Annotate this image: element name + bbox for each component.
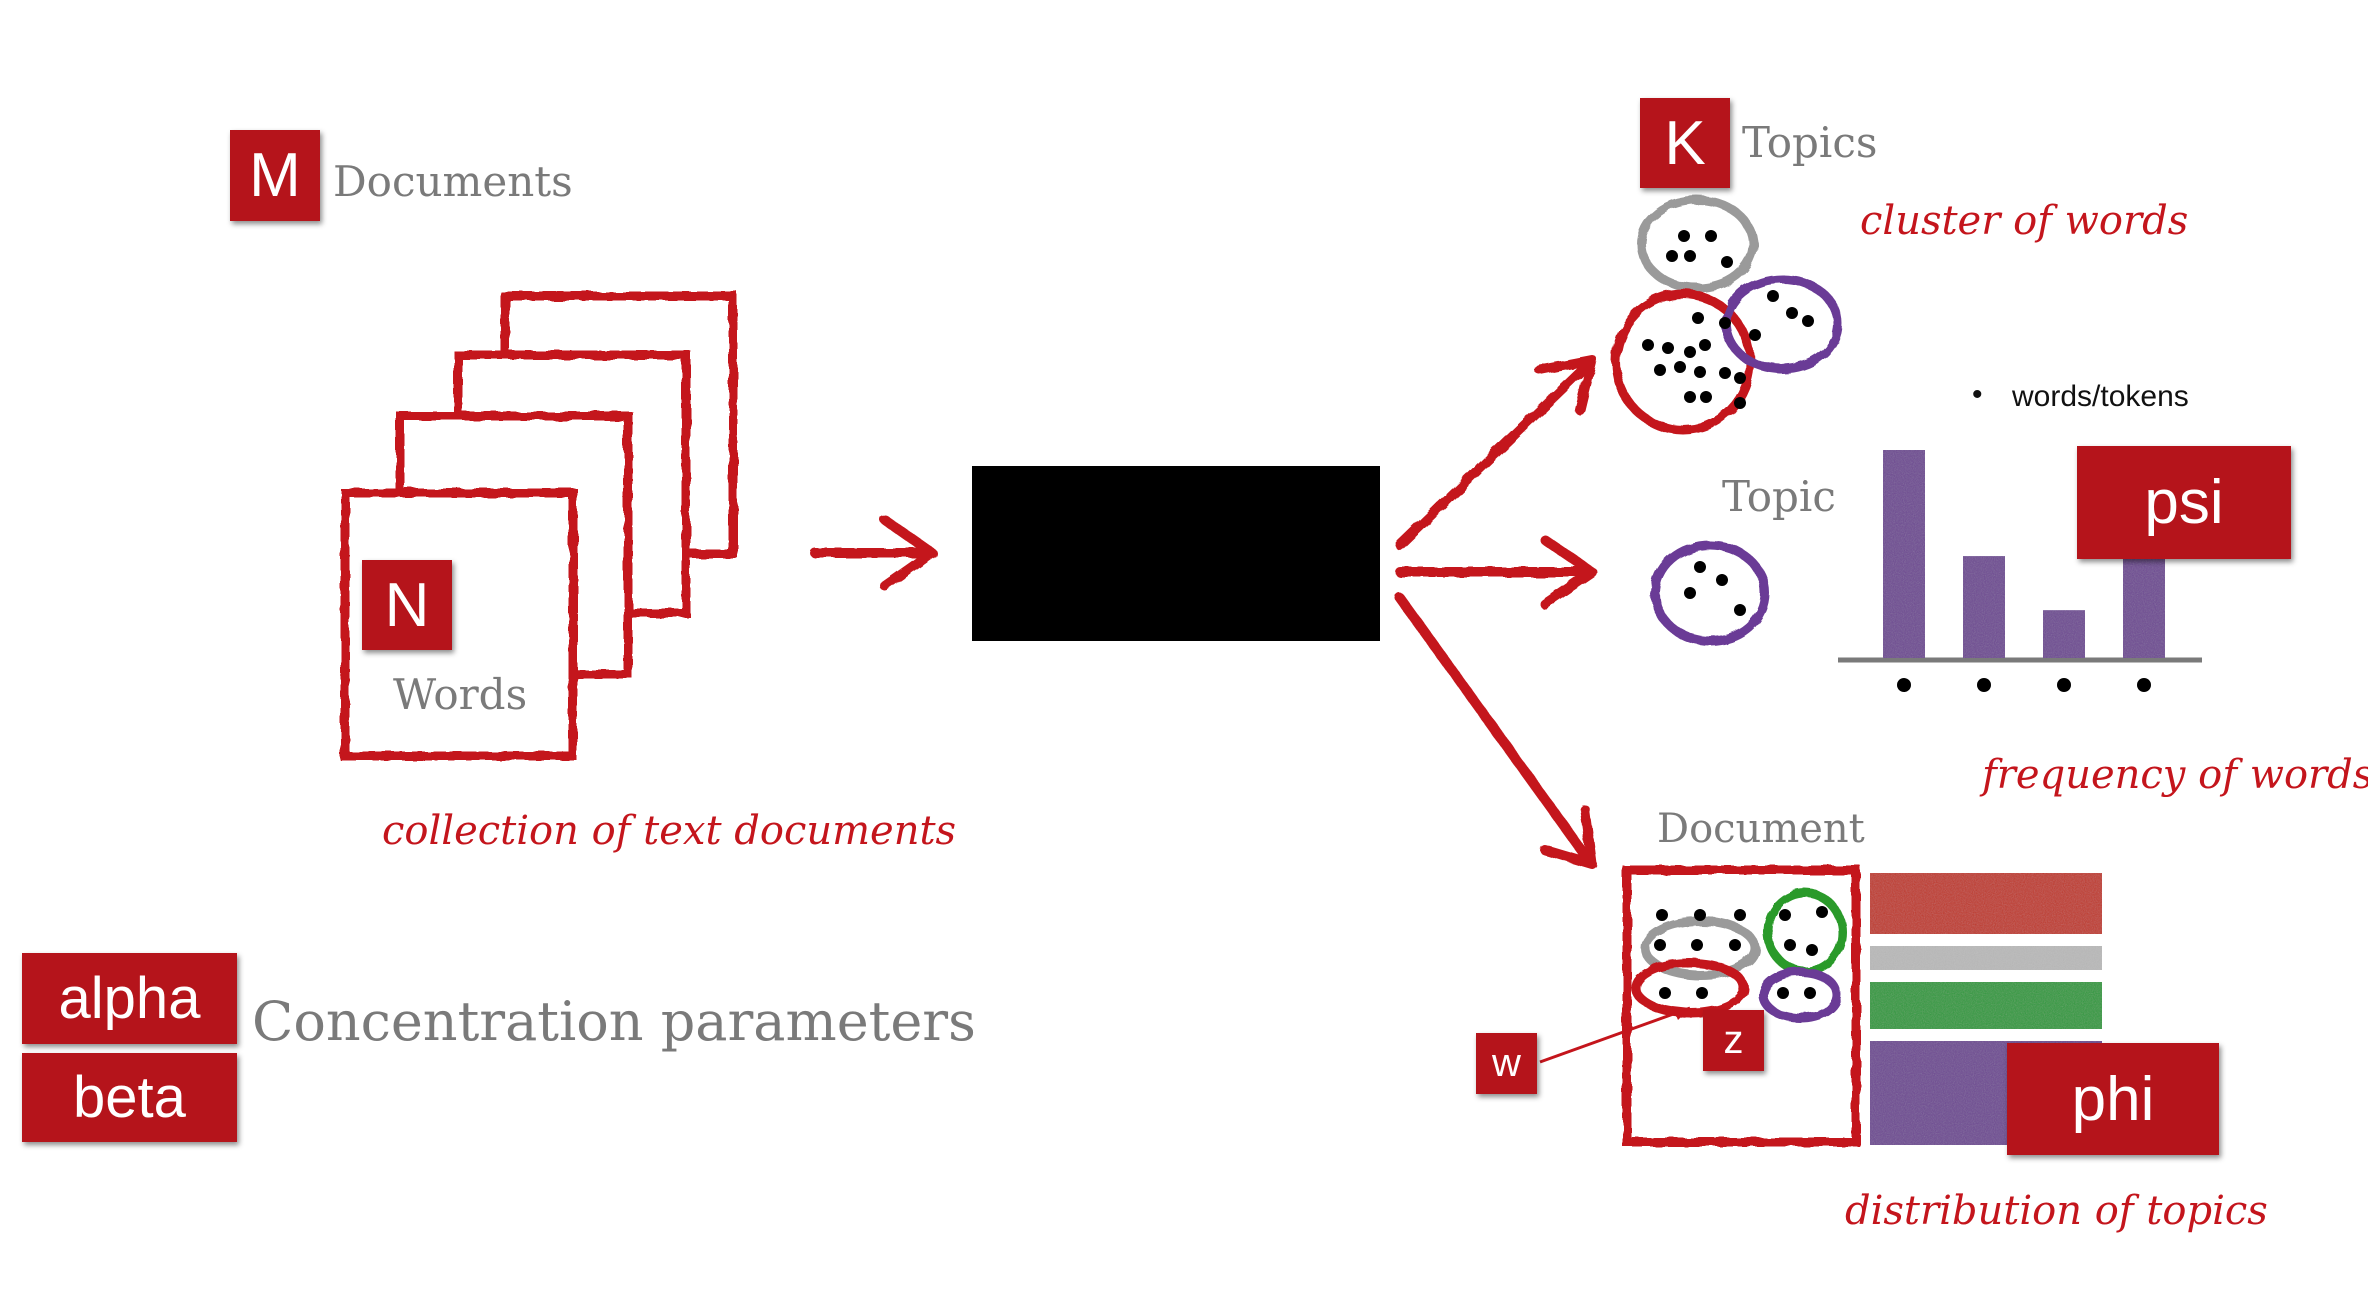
topics-label: Topics [1742, 118, 1878, 167]
m-badge: M [230, 130, 320, 221]
topic-word-dots [1684, 561, 1746, 616]
words-label: Words [393, 670, 528, 719]
topics-word-dots [1642, 230, 1814, 409]
document-purple-group [1758, 967, 1842, 1023]
frequency-annotation: frequency of words [1982, 752, 2368, 798]
psi-label: psi [2144, 468, 2224, 537]
document-label: Document [1657, 806, 1865, 852]
w-pointer [1539, 1006, 1691, 1064]
arrow-to-topics [1395, 355, 1597, 550]
topic-share-bar-gray [1870, 946, 2102, 970]
document-outline [1622, 865, 1861, 1147]
k-label: K [1664, 108, 1706, 178]
phi-label: phi [2071, 1064, 2155, 1134]
frequency-word-dot-2 [1977, 678, 1991, 692]
input-arrow [810, 515, 937, 591]
alpha-label: alpha [58, 966, 201, 1031]
frequency-bar-4 [2123, 556, 2165, 658]
w-badge: w [1476, 1033, 1537, 1094]
topic-share-bar-red [1870, 873, 2102, 934]
z-badge: z [1703, 1010, 1764, 1071]
frequency-bar-3 [2043, 610, 2085, 658]
topic-cluster [1650, 540, 1770, 646]
alpha-badge: alpha [22, 953, 237, 1044]
model-black-box [972, 466, 1380, 641]
document-green-group [1763, 888, 1847, 976]
n-badge: N [362, 560, 452, 650]
collection-annotation: collection of text documents [382, 808, 957, 854]
frequency-word-dot-1 [1897, 678, 1911, 692]
concentration-label: Concentration parameters [252, 990, 976, 1053]
document-word-dots [1654, 906, 1828, 999]
topic-label: Topic [1722, 472, 1836, 521]
beta-badge: beta [22, 1053, 237, 1142]
distribution-annotation: distribution of topics [1845, 1188, 2268, 1234]
k-badge: K [1640, 98, 1730, 188]
words-tokens-label: words/tokens [2012, 380, 2189, 413]
cluster-annotation: cluster of words [1860, 198, 2189, 244]
document-red-group [1631, 958, 1749, 1018]
frequency-bar-1 [1883, 450, 1925, 658]
m-label: M [249, 141, 301, 210]
frequency-word-dot-3 [2057, 678, 2071, 692]
arrow-to-document [1395, 593, 1597, 869]
cluster-gray [1636, 195, 1758, 293]
topic-share-bar-green [1870, 982, 2102, 1029]
documents-label: Documents [333, 157, 573, 206]
words-tokens-bullet: • [1972, 378, 1983, 411]
arrow-to-topic [1395, 535, 1597, 609]
psi-badge: psi [2077, 446, 2291, 559]
n-label: N [384, 570, 430, 640]
topics-clusters [1611, 195, 1843, 435]
z-label: z [1723, 1018, 1744, 1062]
frequency-bar-chart [1838, 450, 2202, 692]
frequency-word-dot-4 [2137, 678, 2151, 692]
phi-badge: phi [2007, 1043, 2219, 1155]
frequency-bar-2 [1963, 556, 2005, 658]
beta-label: beta [73, 1065, 186, 1130]
w-label: w [1492, 1041, 1521, 1085]
